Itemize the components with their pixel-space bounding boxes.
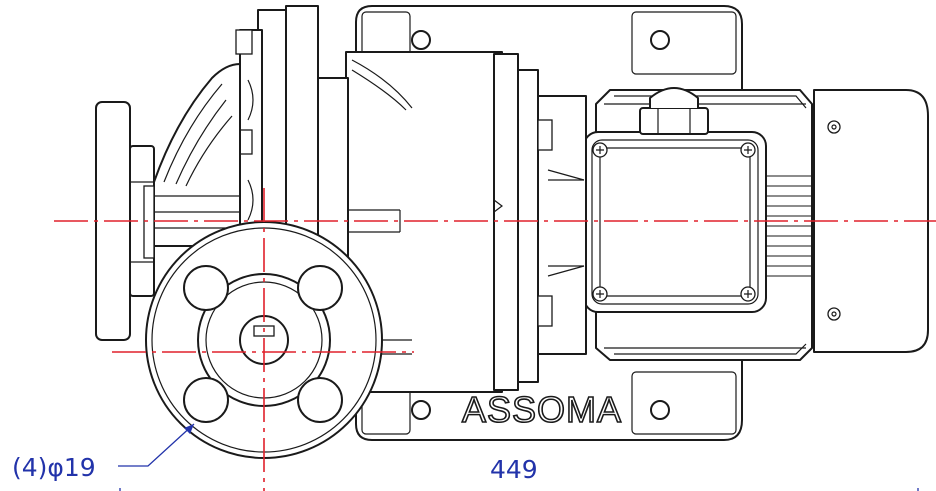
motor-cooling-fins [762,175,812,277]
suction-flange-side [95,101,155,341]
mounting-hole-bottom-left [411,400,431,420]
bolt-hole-bottom-right [297,377,343,423]
pump-bracket [345,51,519,393]
mounting-hole-top-left [411,30,431,50]
terminal-box [583,131,767,313]
bolt-hole-top-left [183,265,229,311]
length-dimension-text: 449 [490,455,538,484]
motor-flange [517,69,587,383]
hole-callout: (4)φ19 [12,423,195,482]
hole-callout-text: (4)φ19 [12,453,96,482]
bolt-hole-bottom-left [183,377,229,423]
motor-body [583,87,813,361]
mounting-holes [411,30,670,420]
centerlines [54,188,936,491]
mounting-hole-bottom-right [650,400,670,420]
bolt-hole-top-right [297,265,343,311]
cable-gland [639,87,709,135]
flange-bolt-holes [183,265,343,423]
brand-logo: ASSOMA [462,389,622,430]
length-dimension: 449 [119,455,919,491]
suction-housing [153,63,241,247]
mounting-hole-top-right [650,30,670,50]
